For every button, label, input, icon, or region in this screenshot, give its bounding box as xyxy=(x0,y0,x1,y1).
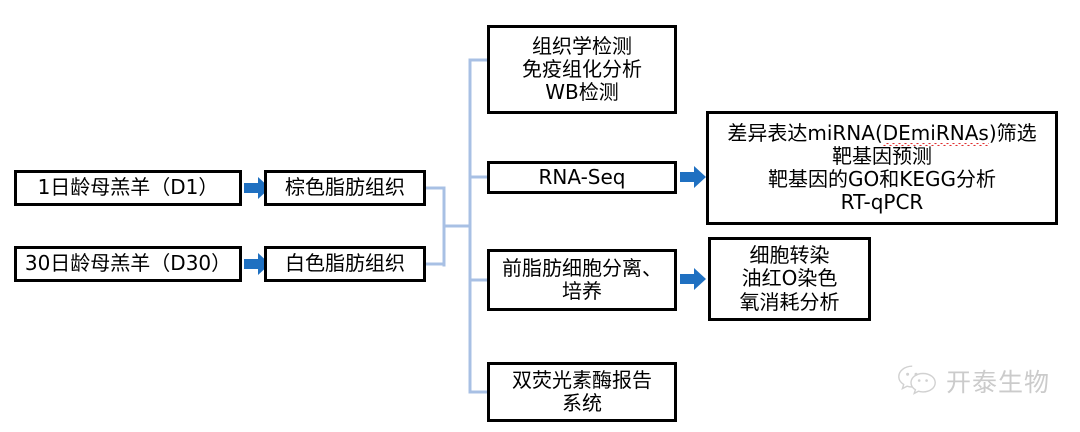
node-label: RNA-Seq xyxy=(538,164,626,189)
node-output-mirna-analysis: 差异表达miRNA(DEmiRNAs)筛选 靶基因预测 靶基因的GO和KEGG分… xyxy=(706,111,1058,225)
node-animal-group-d1: 1日龄母羔羊（D1） xyxy=(14,170,242,206)
connector-bat-to-bus xyxy=(424,186,446,267)
arrow-d1-to-bat xyxy=(244,177,270,199)
node-label: 30日龄母羔羊（D30） xyxy=(24,251,232,276)
arrow-d30-to-wat xyxy=(244,253,270,275)
node-label-line-3: WB检测 xyxy=(545,80,619,105)
node-label-line-2: 油红O染色 xyxy=(741,266,838,291)
arrow-preadipocyte-to-cell-assays xyxy=(680,268,706,290)
node-tissue-white-adipose: 白色脂肪组织 xyxy=(264,246,426,282)
mirna-line-prefix: 差异表达miRNA( xyxy=(727,120,883,145)
node-assay-histology: 组织学检测 免疫组化分析 WB检测 xyxy=(487,25,677,114)
node-label-line-3: 靶基因的GO和KEGG分析 xyxy=(768,167,996,191)
node-assay-dual-luciferase-reporter: 双荧光素酶报告 系统 xyxy=(487,362,677,422)
node-label: 白色脂肪组织 xyxy=(285,251,405,276)
node-label: 棕色脂肪组织 xyxy=(285,175,405,200)
mirna-term-flagged: DEmiRNAs xyxy=(882,120,989,147)
node-label-line-2: 免疫组化分析 xyxy=(522,56,642,81)
node-tissue-brown-adipose: 棕色脂肪组织 xyxy=(264,170,426,206)
node-label: 1日龄母羔羊（D1） xyxy=(37,175,219,200)
node-label-line-1: 细胞转染 xyxy=(749,243,830,268)
mirna-line-suffix: )筛选 xyxy=(988,120,1037,145)
node-output-cell-assays: 细胞转染 油红O染色 氧消耗分析 xyxy=(708,237,871,321)
watermark-text: 开泰生物 xyxy=(946,368,1051,397)
wechat-icon xyxy=(898,365,936,395)
node-assay-rna-seq: RNA-Seq xyxy=(487,161,677,194)
node-label-line-2: 靶基因预测 xyxy=(832,143,932,168)
node-label-line-2: 系统 xyxy=(562,391,602,415)
node-label-line-1: 前脂肪细胞分离、 xyxy=(502,255,662,280)
node-label-line-2: 培养 xyxy=(562,279,602,303)
watermark: 开泰生物 xyxy=(897,363,1050,399)
node-animal-group-d30: 30日龄母羔羊（D30） xyxy=(14,246,242,282)
node-label-line-1: 双荧光素酶报告 xyxy=(512,367,652,392)
node-label-line-4: RT-qPCR xyxy=(840,190,924,215)
node-label-line-1: 差异表达miRNA(DEmiRNAs)筛选 xyxy=(727,120,1037,147)
node-label-line-1: 组织学检测 xyxy=(532,33,632,58)
node-assay-preadipocyte-isolation: 前脂肪细胞分离、 培养 xyxy=(487,249,677,311)
arrow-rnaseq-to-mirna-analysis xyxy=(680,166,706,188)
node-label-line-3: 氧消耗分析 xyxy=(739,289,840,314)
